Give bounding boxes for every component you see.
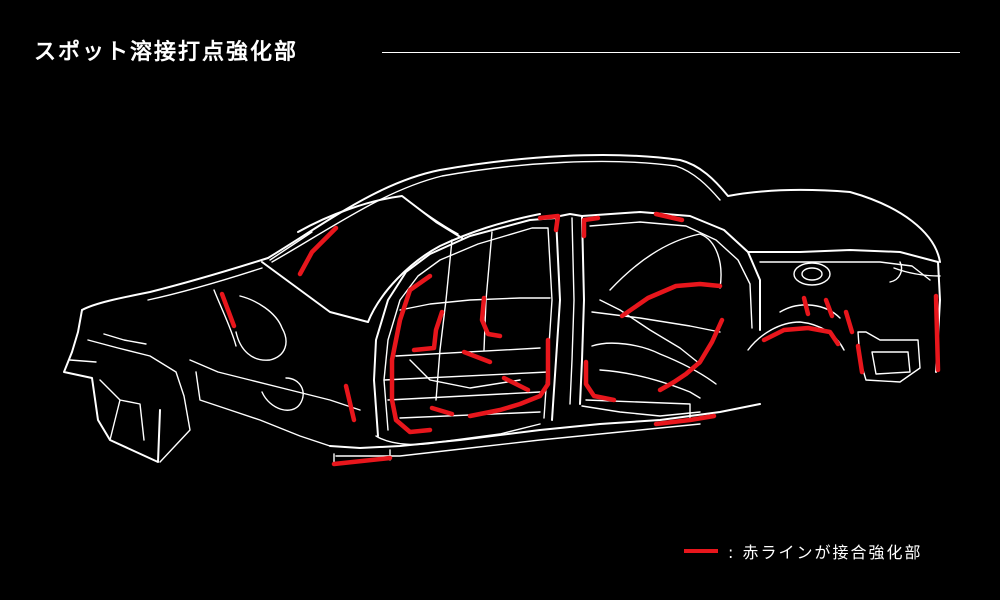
- car-body-outline: [63, 154, 941, 465]
- legend: : 赤ラインが接合強化部: [684, 540, 922, 562]
- page-title: スポット溶接打点強化部: [34, 40, 299, 65]
- legend-red-line-marker: [684, 549, 718, 553]
- weld-reinforcement-lines: [219, 211, 941, 467]
- title-divider: [382, 52, 960, 53]
- legend-label: : 赤ラインが接合強化部: [728, 543, 923, 562]
